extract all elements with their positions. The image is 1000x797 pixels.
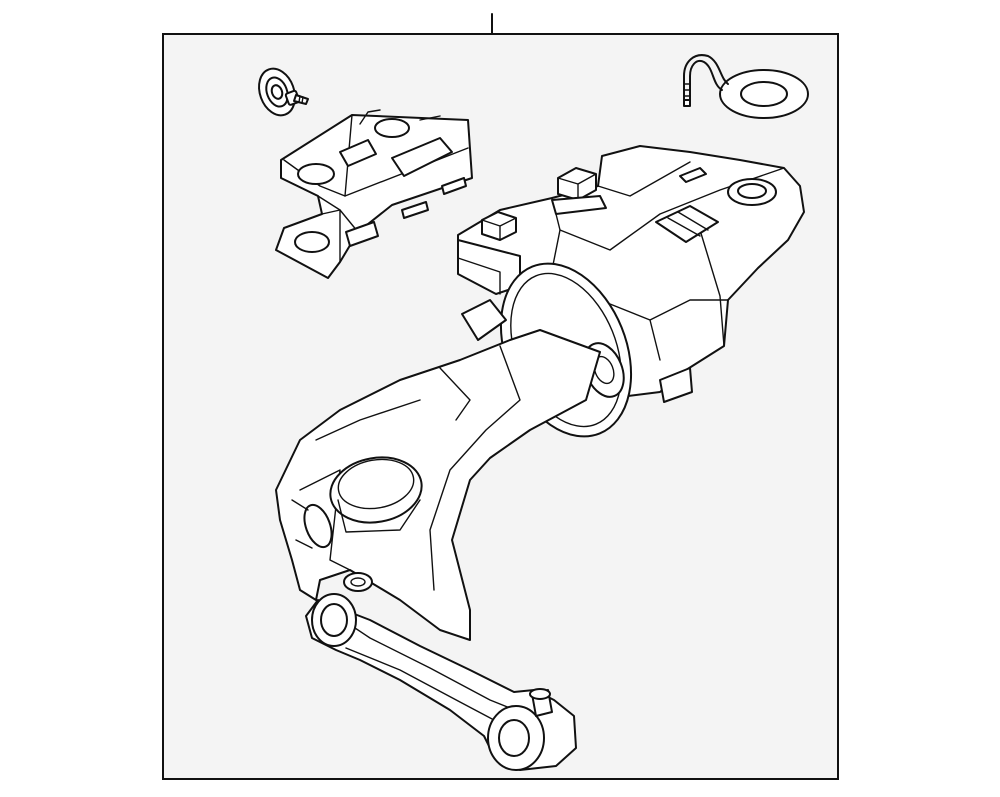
control-arm-assembly: [275, 145, 805, 771]
screw: [284, 89, 309, 106]
grommet: [258, 67, 296, 117]
wire-clip: [683, 54, 809, 119]
bolt-upper: [551, 167, 607, 215]
bracket: [275, 109, 473, 279]
bolt-lower: [481, 211, 517, 241]
